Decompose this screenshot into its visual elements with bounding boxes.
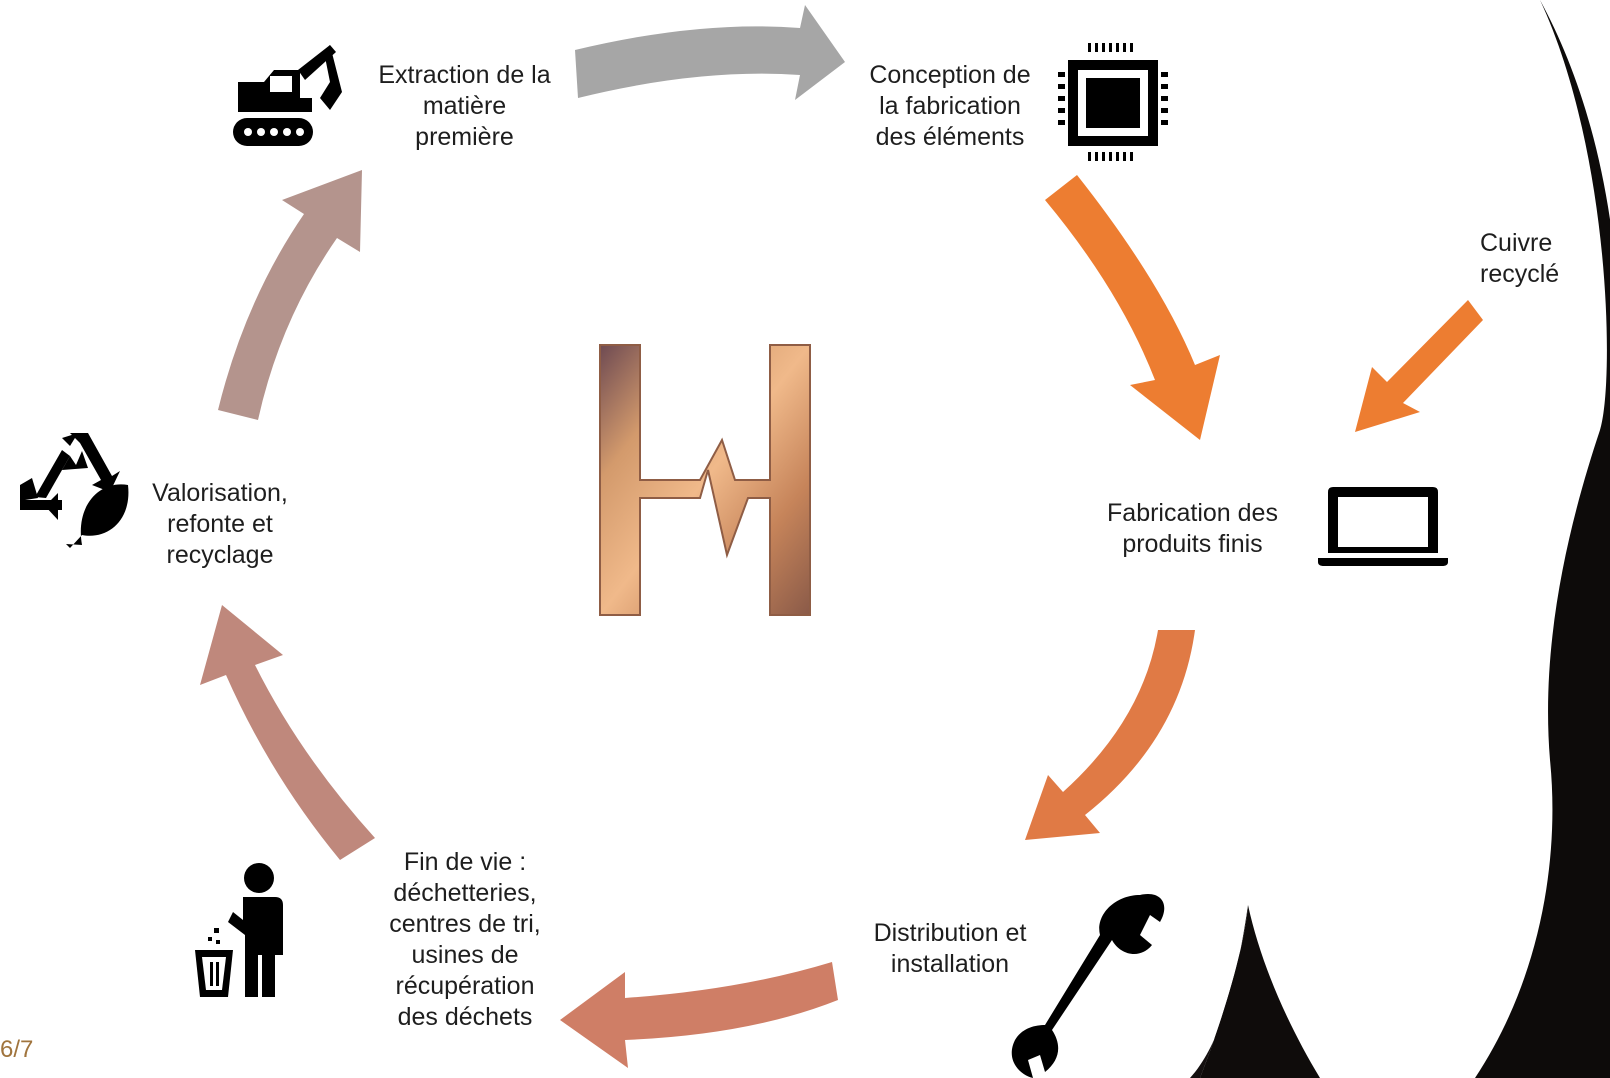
trash-person-icon bbox=[195, 863, 283, 997]
arrow-conception-to-fabrication bbox=[1045, 175, 1220, 440]
stage-label-fabrication: Fabrication des produits finis bbox=[1107, 499, 1278, 558]
stage-label-valorisation: Valorisation, refonte et recyclage bbox=[152, 479, 288, 569]
stage-label-conception: Conception de la fabrication des élément… bbox=[869, 61, 1031, 151]
input-label-recycled-copper: Cuivre recyclé bbox=[1480, 229, 1560, 288]
stage-label-distribution: Distribution et installation bbox=[873, 919, 1027, 978]
dark-swoosh-decoration bbox=[1200, 905, 1320, 1078]
excavator-icon bbox=[233, 45, 342, 146]
recycle-leaf-icon bbox=[20, 433, 129, 548]
arrow-valorisation-to-extraction bbox=[218, 170, 362, 420]
cpu-chip-icon bbox=[1058, 43, 1168, 161]
page-number: 6/7 bbox=[0, 1036, 34, 1063]
wrench-icon bbox=[1011, 894, 1165, 1078]
arrow-distribution-to-findevie bbox=[560, 962, 838, 1068]
arrow-recycled-copper-in bbox=[1355, 300, 1483, 432]
arrow-findevie-to-valorisation bbox=[200, 605, 375, 860]
copper-h-logo bbox=[599, 344, 811, 616]
laptop-icon bbox=[1318, 487, 1448, 566]
arrow-extraction-to-conception bbox=[575, 5, 845, 100]
stage-label-fin-de-vie: Fin de vie : déchetteries, centres de tr… bbox=[389, 848, 541, 1031]
dark-swoosh-decoration bbox=[1475, 0, 1610, 1078]
stage-label-extraction: Extraction de la matière première bbox=[378, 61, 551, 151]
arrow-fabrication-to-distribution bbox=[1025, 630, 1195, 840]
